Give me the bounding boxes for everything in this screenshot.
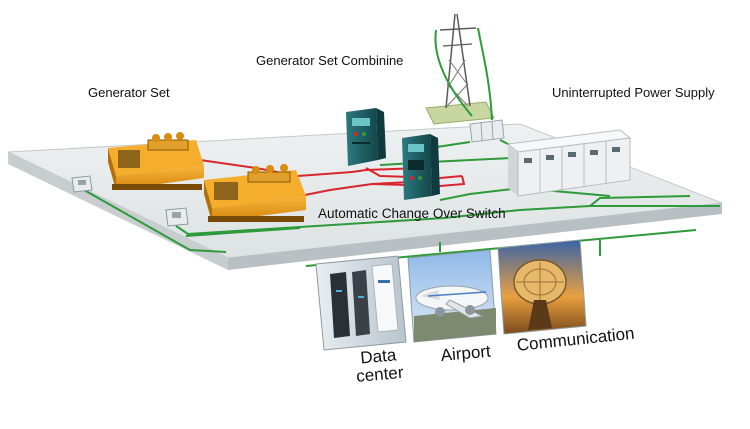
junction-box-icon [165,207,189,227]
generator-icon [108,132,204,190]
ats-label: Automatic Change Over Switch [318,206,506,221]
junction-box-icon [469,119,505,143]
airport-photo [407,249,497,343]
data-center-label: Data center [354,345,404,385]
transmission-tower-icon [425,13,495,125]
ups-rack-icon [506,129,632,197]
data-center-photo [315,255,407,351]
airport-label: Airport [439,341,492,365]
generator-combiner-label: Generator Set Combinine [256,53,404,68]
switch-cabinet-icon [402,134,440,200]
ups-label: Uninterrupted Power Supply [552,85,715,100]
generator-icon [204,164,306,222]
generator-set-label: Generator Set [88,85,170,100]
communication-photo [497,239,587,335]
junction-box-icon [71,175,93,193]
control-cabinet-icon [346,108,386,166]
